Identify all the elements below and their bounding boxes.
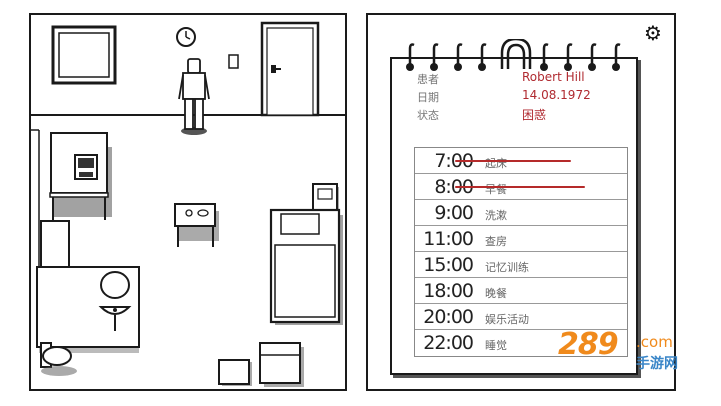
schedule-time: 20:00 xyxy=(423,306,474,328)
schedule-activity: 查房 xyxy=(485,235,507,248)
schedule-row[interactable]: 18:00 晚餐 xyxy=(415,278,627,304)
schedule-activity: 娱乐活动 xyxy=(485,313,529,326)
schedule-activity: 起床 xyxy=(485,157,507,170)
schedule-activity: 洗漱 xyxy=(485,209,507,222)
door[interactable] xyxy=(260,21,320,117)
schedule-time: 18:00 xyxy=(423,280,474,302)
site-watermark: 289 .com 手游网 xyxy=(558,327,708,377)
room-scene xyxy=(29,13,347,391)
completed-strike xyxy=(455,186,585,188)
patient-character[interactable] xyxy=(178,58,210,135)
spiral-binding xyxy=(406,39,621,71)
small-table[interactable] xyxy=(174,203,219,247)
schedule-row[interactable]: 15:00 记忆训练 xyxy=(415,252,627,278)
patient-birthdate: 14.08.1972 xyxy=(522,88,591,102)
schedule-row[interactable]: 11:00 查房 xyxy=(415,226,627,252)
schedule-activity: 早餐 xyxy=(485,183,507,196)
notepad: 患者 日期 状态 Robert Hill 14.08.1972 困惑 7:00 … xyxy=(390,39,638,375)
toilet[interactable] xyxy=(40,342,77,376)
schedule-time: 7:00 xyxy=(434,150,474,172)
schedule-row[interactable]: 7:00 起床 xyxy=(415,148,627,174)
schedule-time: 9:00 xyxy=(434,202,474,224)
schedule-panel: ⚙ 患者 日期 状态 Robert Hill 1 xyxy=(366,13,676,391)
schedule-time: 8:00 xyxy=(434,176,474,198)
status-label: 状态 xyxy=(417,109,439,122)
bed[interactable] xyxy=(269,208,343,325)
patient-status: 困惑 xyxy=(522,108,547,122)
schedule-row[interactable]: 20:00 娱乐活动 xyxy=(415,304,627,330)
storage-box[interactable] xyxy=(218,359,252,386)
date-label: 日期 xyxy=(417,91,439,104)
watermark-text: 手游网 xyxy=(636,356,678,372)
cabinet-bottom[interactable] xyxy=(259,342,304,387)
schedule-time: 11:00 xyxy=(423,228,474,250)
schedule-row[interactable]: 22:00 睡觉 xyxy=(415,330,627,356)
schedule-row[interactable]: 9:00 洗漱 xyxy=(415,200,627,226)
wall-clock[interactable] xyxy=(176,27,196,47)
schedule-list: 7:00 起床 8:00 早餐 9:00 洗漱 11:00 查房 15:00 记… xyxy=(414,147,628,357)
watermark-number: 289 xyxy=(558,327,619,362)
bathroom-cabinet[interactable] xyxy=(40,220,70,268)
window[interactable] xyxy=(51,25,117,85)
schedule-activity: 晚餐 xyxy=(485,287,507,300)
schedule-row[interactable]: 8:00 早餐 xyxy=(415,174,627,200)
schedule-time: 22:00 xyxy=(423,332,474,354)
schedule-activity: 记忆训练 xyxy=(485,261,529,274)
patient-label: 患者 xyxy=(417,73,439,86)
room-drawing xyxy=(31,15,345,387)
schedule-time: 15:00 xyxy=(423,254,474,276)
watermark-suffix: .com xyxy=(636,333,673,351)
schedule-activity: 睡觉 xyxy=(485,339,507,352)
patient-name: Robert Hill xyxy=(522,70,585,84)
light-switch[interactable] xyxy=(228,54,239,69)
sink[interactable] xyxy=(98,271,132,331)
completed-strike xyxy=(455,160,571,162)
desk-with-computer[interactable] xyxy=(49,132,112,220)
gear-icon[interactable]: ⚙ xyxy=(644,21,662,45)
